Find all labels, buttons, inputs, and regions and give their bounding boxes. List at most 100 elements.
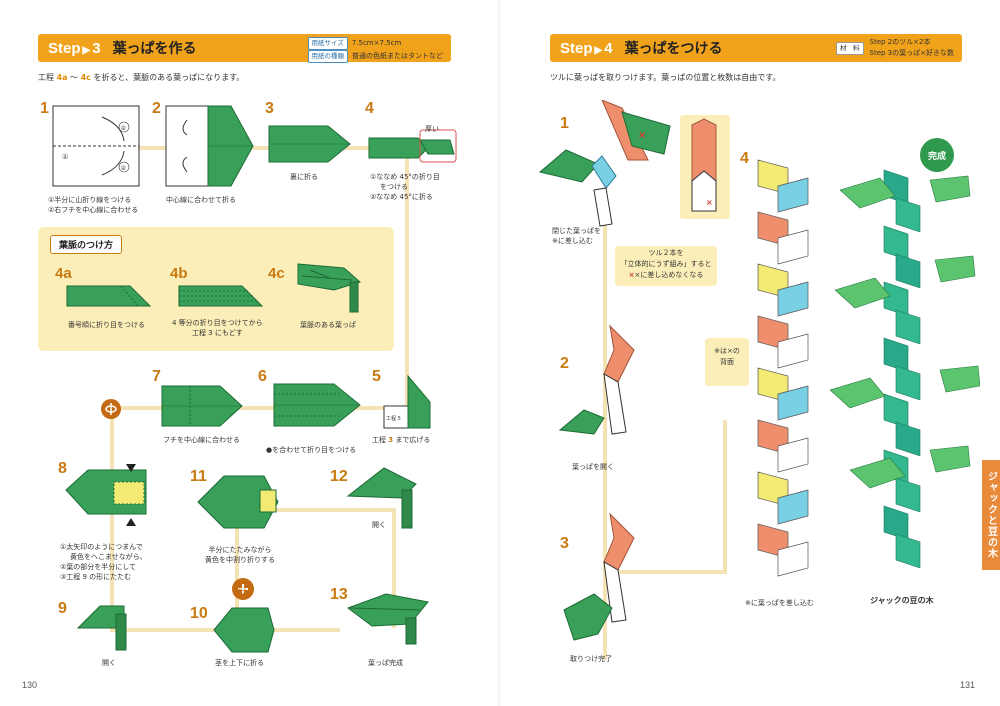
stalk-segment — [895, 309, 921, 345]
step1-leaf-caption: 閉じた葉っぱを※に差し込む — [552, 227, 601, 245]
step8-diagram — [65, 464, 147, 526]
step13-diagram — [346, 593, 429, 645]
step11-diagram — [197, 475, 279, 529]
step6-caption: ●を合わせて折り目をつける — [266, 446, 357, 454]
vine-segment — [777, 489, 809, 525]
page-number: 131 — [960, 680, 976, 690]
page-number: 130 — [22, 680, 38, 690]
step-number: 11 — [190, 468, 207, 485]
step4-title: 葉っぱをつける — [624, 41, 723, 57]
stalk-segment — [895, 477, 921, 513]
vine-caption: ※に葉っぱを差し込む — [745, 599, 814, 607]
flow-track — [235, 510, 239, 630]
step3-leaf-caption: 取りつけ完了 — [570, 655, 613, 663]
step-number: 7 — [152, 368, 161, 385]
vine-segment — [777, 229, 809, 265]
step12-caption: 開く — [372, 521, 386, 529]
step-number: 9 — [58, 600, 67, 617]
stalk-leaf — [929, 445, 971, 473]
paper-type-tag: 用紙の種類 — [307, 50, 348, 63]
stalk-segment — [895, 253, 921, 289]
step7-caption: フチを中心線に合わせる — [163, 436, 240, 444]
vine-segment — [777, 281, 809, 317]
paper-size: 7.5cm×7.5cm — [351, 39, 402, 47]
vein-panel-title: 葉脈のつけ方 — [50, 235, 123, 254]
step-number: 10 — [190, 605, 208, 622]
step-number: 2 — [560, 355, 569, 372]
step4a-caption: 番号順に折り目をつける — [68, 321, 145, 329]
flow-track — [110, 406, 114, 630]
vine-segment — [777, 385, 809, 421]
step4c-caption: 葉脈のある葉っぱ — [300, 321, 356, 329]
flow-track — [723, 420, 727, 574]
stalk-segment — [895, 197, 921, 233]
step10-diagram — [213, 607, 275, 653]
step-number: 5 — [372, 368, 381, 385]
step-number: 4c — [268, 265, 285, 282]
beanstalk-model — [830, 169, 980, 569]
step-number: 4 — [740, 150, 749, 167]
zoom-label: 拡大 — [236, 589, 249, 596]
thick-label: 厚い — [425, 125, 439, 133]
step-number: 4b — [170, 265, 188, 282]
step2-caption: 中心線に合わせて折る — [166, 196, 236, 204]
materials-tag: 材 料 — [836, 41, 864, 55]
flow-track — [603, 570, 725, 574]
step6-diagram — [273, 383, 361, 427]
step-number: 3 — [265, 100, 274, 117]
step9-diagram — [76, 605, 127, 651]
step7-diagram — [161, 385, 243, 427]
step4b-diagram — [178, 285, 264, 307]
step2-diagram — [165, 105, 254, 187]
step2-leaf-diagram — [558, 324, 635, 435]
stalk-segment — [895, 533, 921, 569]
step11-caption: 半分にたたみながら黄色を中割り折りする — [205, 546, 275, 564]
step5-box-label: 工程 5 — [386, 415, 401, 422]
step2-leaf-caption: 葉っぱを開く — [572, 463, 614, 471]
vine-segment — [777, 177, 809, 213]
step-number: 4 — [365, 100, 374, 117]
step4-badge: Step▶4 — [560, 39, 613, 57]
svg-text:×: × — [638, 130, 646, 141]
step-number: 1 — [40, 100, 49, 117]
stalk-segment — [895, 421, 921, 457]
vine-segment — [777, 541, 809, 577]
step3-intro: 工程 4a ～ 4c を折ると、葉脈のある葉っぱになります。 — [38, 73, 245, 82]
step13-caption: 葉っぱ完成 — [368, 659, 403, 667]
zoom-icon — [232, 578, 254, 600]
callout-back-note: ※は×の背面 — [705, 338, 749, 386]
flow-track — [110, 406, 408, 410]
stalk-leaf — [839, 177, 896, 209]
stalk-leaf — [939, 365, 980, 393]
svg-text:②: ② — [121, 165, 127, 172]
step5-caption: 工程 3 まで広げる — [372, 436, 431, 444]
stalk-segment — [895, 365, 921, 401]
vine-segment — [777, 437, 809, 473]
step-number: 2 — [152, 100, 161, 117]
svg-text:×: × — [706, 198, 713, 207]
flow-track — [603, 190, 607, 660]
stalk-leaf — [929, 175, 971, 203]
vine-segment — [777, 333, 809, 369]
step-number: 1 — [560, 115, 569, 132]
svg-text:②: ② — [121, 125, 127, 132]
step4c-diagram — [297, 263, 362, 313]
step9-caption: 開く — [102, 659, 116, 667]
step4-diagram — [368, 129, 457, 163]
step4b-caption: 4 等分の折り目をつけてから工程 3 にもどす — [172, 319, 263, 337]
flow-track — [235, 508, 395, 512]
rotate-icon — [101, 399, 121, 419]
step-number: 8 — [58, 460, 67, 477]
step3-caption: 裏に折る — [290, 173, 318, 181]
step1-diagram: ② ② ① — [52, 105, 140, 187]
step3-title: 葉っぱを作る — [112, 41, 197, 57]
step3-diagram — [268, 125, 351, 163]
step1-leaf-diagram: × — [538, 100, 671, 227]
